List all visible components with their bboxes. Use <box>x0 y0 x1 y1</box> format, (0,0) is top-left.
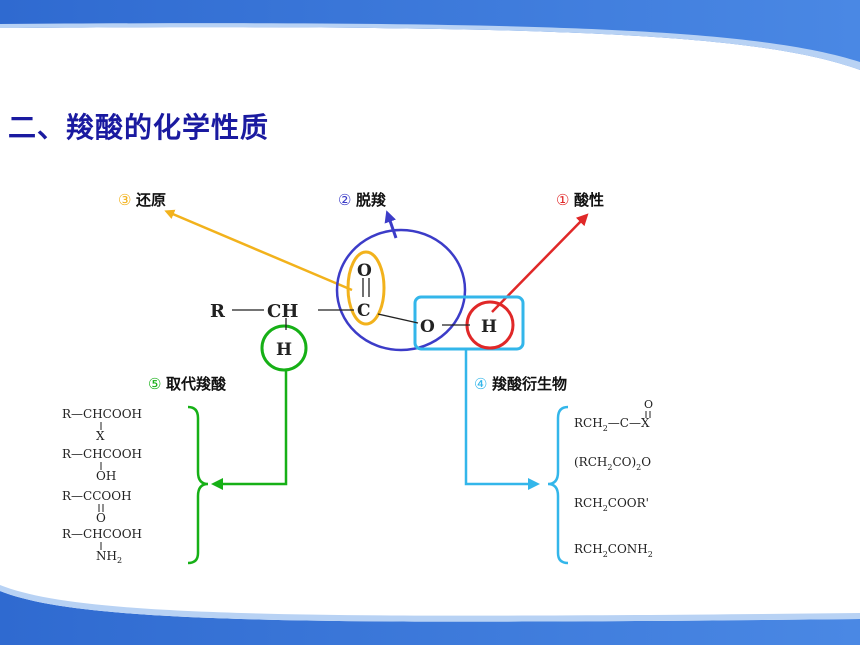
label-decarboxylation: ② 脱羧 <box>338 191 387 209</box>
label-substitution: ⑤ 取代羧酸 <box>148 375 227 393</box>
label-decarboxylation-text: 脱羧 <box>356 191 387 209</box>
substitution-brace <box>187 405 209 565</box>
list-item: R—CHCOOH NH2 <box>62 527 142 565</box>
substituent: X <box>96 429 105 443</box>
substituent: O <box>96 511 106 525</box>
carboxyl-group-circle <box>335 228 467 352</box>
atom-hydroxyl-oxygen: O <box>420 317 435 337</box>
list-item: RCH2CONH2 <box>574 542 653 559</box>
list-item: O RCH2—C—X <box>574 398 653 433</box>
derivative-formula: RCH2COOR' <box>574 496 649 513</box>
derivative-formula: (RCH2CO)2O <box>574 455 651 472</box>
list-item: RCH2COOR' <box>574 496 649 513</box>
atom-alpha-hydrogen: H <box>276 340 292 360</box>
atom-carbonyl-carbon: C <box>357 301 371 321</box>
label-substitution-text: 取代羧酸 <box>166 375 227 393</box>
derivatives-brace <box>547 405 569 565</box>
substituent: OH <box>96 469 116 483</box>
atom-ch: CH <box>267 301 298 322</box>
label-derivatives-number: ④ <box>474 375 487 393</box>
list-item: R—CCOOH O <box>62 489 132 525</box>
substituted-acid-formula: R—CHCOOH <box>62 407 142 421</box>
slide-title: 二、羧酸的化学性质 <box>8 111 270 144</box>
carbonyl-oxygen: O <box>644 398 653 411</box>
decarboxylation-arrow <box>384 210 398 239</box>
substituted-acid-formula: R—CHCOOH <box>62 447 142 461</box>
substituted-acid-formula: R—CHCOOH <box>62 527 142 541</box>
top-decorative-band <box>0 0 860 70</box>
label-derivatives-text: 羧酸衍生物 <box>492 375 567 393</box>
alpha-hydrogen-circle <box>260 324 308 372</box>
list-item: (RCH2CO)2O <box>574 455 651 472</box>
label-reduction: ③ 还原 <box>118 191 166 209</box>
substituted-acid-formula: R—CCOOH <box>62 489 132 503</box>
derivative-formula: RCH2CONH2 <box>574 542 653 559</box>
reduction-arrow <box>164 209 353 292</box>
list-item: R—CHCOOH OH <box>62 447 142 483</box>
substituent: NH2 <box>96 549 122 565</box>
derivative-formula: RCH2—C—X <box>574 416 650 433</box>
label-acidity-text: 酸性 <box>574 191 604 209</box>
list-item: R—CHCOOH X <box>62 407 142 443</box>
label-acidity: ① 酸性 <box>556 191 604 209</box>
label-decarboxylation-number: ② <box>338 191 351 209</box>
label-derivatives: ④ 羧酸衍生物 <box>474 375 567 393</box>
atom-carbonyl-oxygen: O <box>357 261 372 281</box>
label-substitution-number: ⑤ <box>148 375 161 393</box>
molecule-bonds <box>232 278 470 330</box>
label-reduction-text: 还原 <box>135 191 166 209</box>
substitution-arrow <box>211 370 288 490</box>
atom-acidic-hydrogen: H <box>481 317 497 337</box>
label-acidity-number: ① <box>556 191 569 209</box>
hydroxyl-group-box <box>413 295 525 351</box>
derivative-list: O RCH2—C—X (RCH2CO)2O RCH2COOR' RCH2CONH… <box>574 398 653 559</box>
carbonyl-group-ellipse <box>346 250 386 326</box>
atom-r: R <box>210 301 226 322</box>
bottom-decorative-band <box>0 585 860 645</box>
label-reduction-number: ③ <box>118 191 131 209</box>
derivatives-arrow <box>464 349 540 490</box>
substituted-acid-list: R—CHCOOH X R—CHCOOH OH R—CCOOH O R—CHCOO… <box>62 407 142 565</box>
